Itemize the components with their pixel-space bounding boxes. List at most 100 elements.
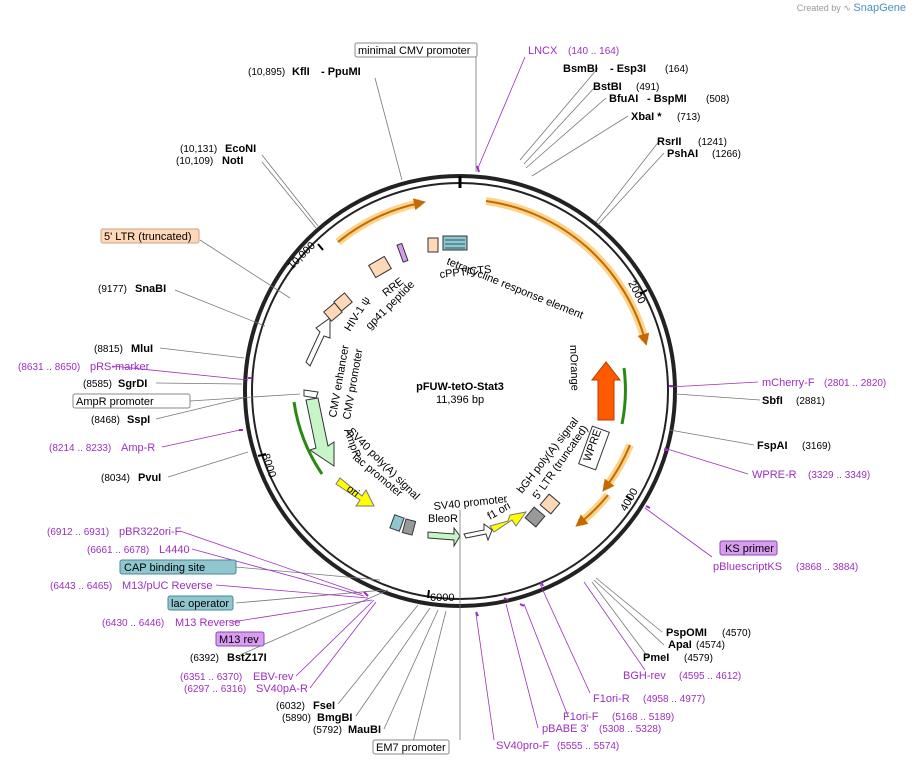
m13r-pos: (6430 .. 6446): [102, 618, 164, 629]
f1orir-primer[interactable]: F1ori-R: [593, 693, 630, 705]
pbks-pos: (3868 .. 3884): [796, 562, 858, 573]
rsrii-site[interactable]: RsrII: [657, 136, 681, 148]
tick-4000: [625, 495, 633, 501]
bspmi-site[interactable]: - BspMI: [647, 93, 687, 105]
gp41-feature[interactable]: [396, 242, 409, 263]
pshai-site[interactable]: PshAI: [667, 148, 698, 160]
bghrev-primer[interactable]: BGH-rev: [623, 670, 666, 682]
bstz-pos: (6392): [190, 653, 219, 664]
f1orif-primer[interactable]: F1ori-F: [563, 711, 599, 723]
label-cppt: cPPT/CTS: [439, 264, 492, 281]
ebv-primer[interactable]: EBV-rev: [253, 671, 294, 683]
fspai-site[interactable]: FspAI: [757, 440, 788, 452]
label-m13rev: M13 rev: [219, 634, 259, 646]
snapgene-brand: SnapGene: [853, 2, 906, 14]
bmgbi-pos: (5890): [282, 713, 311, 724]
branding: Created by ∿ SnapGene: [797, 2, 906, 14]
box-lac-operator[interactable]: [167, 595, 234, 611]
pvui-pos: (8034): [101, 473, 130, 484]
pbabe-pos: (5308 .. 5328): [599, 724, 661, 735]
bghrev-pos: (4595 .. 4612): [679, 671, 741, 682]
sspi-site[interactable]: SspI: [127, 414, 150, 426]
sv40-promoter-feature[interactable]: [463, 523, 493, 542]
ppumi-site[interactable]: - PpuMI: [321, 66, 361, 78]
bfuai-site[interactable]: BfuAI: [609, 93, 638, 105]
sgrdi-site[interactable]: SgrDI: [118, 378, 147, 390]
pvui-site[interactable]: PvuI: [138, 472, 161, 484]
morange-feature[interactable]: [590, 361, 622, 421]
orange-arc-lower2[interactable]: [575, 494, 609, 527]
pbabe-primer[interactable]: pBABE 3': [542, 723, 589, 735]
pspomi-site[interactable]: PspOMI: [666, 627, 707, 639]
l4440-pos: (6661 .. 6678): [87, 545, 149, 556]
box-cap[interactable]: [119, 559, 237, 575]
apai-site[interactable]: ApaI: [668, 639, 692, 651]
box-min-cmv[interactable]: [354, 42, 478, 58]
mcherry-primer[interactable]: mCherry-F: [762, 377, 815, 389]
lncx-primer[interactable]: LNCX: [528, 45, 558, 57]
box-ltr5-trunc[interactable]: [100, 228, 200, 244]
m13r-primer[interactable]: M13 Reverse: [175, 617, 240, 629]
prs-primer[interactable]: pRS-marker: [90, 361, 150, 373]
econi-site[interactable]: EcoNI: [225, 143, 256, 155]
box-ampr-promoter[interactable]: [72, 393, 191, 409]
esp3i-site[interactable]: - Esp3I: [610, 63, 646, 75]
box-m13rev[interactable]: [215, 631, 265, 647]
pbr-primer[interactable]: pBR322ori-F: [119, 526, 182, 538]
bstz-site[interactable]: BstZ17I: [227, 652, 267, 664]
f1ori-feature[interactable]: [489, 511, 528, 533]
l4440-primer[interactable]: L4440: [159, 544, 190, 556]
sv40pa-primer[interactable]: SV40pA-R: [256, 683, 308, 695]
mlui-site[interactable]: MluI: [131, 343, 153, 355]
orange-arc-right[interactable]: [485, 200, 650, 346]
ampr-primer[interactable]: Amp-R: [121, 442, 155, 454]
box-ks-primer[interactable]: [719, 540, 778, 556]
xbai-site[interactable]: XbaI *: [631, 111, 662, 123]
green-arc-right[interactable]: [620, 367, 627, 425]
orange-arc-top-left[interactable]: [337, 198, 426, 243]
maubi-site[interactable]: MauBI: [348, 724, 381, 736]
ori-feature[interactable]: [335, 477, 375, 507]
noti-site[interactable]: NotI: [222, 155, 243, 167]
small-box-teal: [389, 514, 405, 532]
snapgene-logo-icon: ∿: [843, 3, 851, 13]
wprer-primer[interactable]: WPRE-R: [752, 469, 797, 481]
bstbi-site[interactable]: BstBI: [593, 81, 622, 93]
box-em7[interactable]: [372, 739, 450, 755]
pbks-primer[interactable]: pBluescriptKS: [713, 561, 782, 573]
sbfi-site[interactable]: SbfI: [762, 395, 783, 407]
snabi-site[interactable]: SnaBI: [135, 283, 166, 295]
rsrii-pos: (1241): [698, 137, 727, 148]
mlui-pos: (8815): [94, 344, 123, 355]
ampr-feature[interactable]: [305, 397, 335, 467]
m13puc-primer[interactable]: M13/pUC Reverse: [122, 580, 212, 592]
orange-arc-lower[interactable]: [602, 444, 631, 492]
small-box-grey: [401, 518, 417, 536]
kfli-site[interactable]: KflI: [292, 66, 310, 78]
m13puc-pos: (6443 .. 6465): [50, 581, 112, 592]
plasmid-size: 11,396 bp: [436, 394, 484, 406]
cmv-enhancer-feature[interactable]: [305, 317, 331, 367]
orange-arc-top-left-glow: [335, 199, 421, 246]
label-ks-primer: KS primer: [725, 543, 774, 555]
tre-stripes: [445, 239, 465, 249]
cppt-feature[interactable]: [427, 237, 439, 253]
wpre-feature[interactable]: [578, 425, 610, 471]
label-ampr-promoter: AmpR promoter: [76, 396, 154, 408]
ebv-pos: (6351 .. 6370): [180, 672, 242, 683]
noti-pos: (10,109): [176, 156, 213, 167]
pmei-site[interactable]: PmeI: [643, 652, 669, 664]
ltr5-feature[interactable]: [539, 493, 561, 515]
fsei-site[interactable]: FseI: [313, 700, 335, 712]
bsmbi-site[interactable]: BsmBI: [563, 63, 598, 75]
green-arc-left[interactable]: [292, 401, 324, 475]
bmgbi-site[interactable]: BmgBI: [317, 712, 352, 724]
label-em7: EM7 promoter: [376, 742, 446, 754]
bleor-feature[interactable]: [427, 526, 461, 548]
sv40pro-primer[interactable]: SV40pro-F: [496, 740, 549, 752]
label-cap: CAP binding site: [124, 562, 205, 574]
bgh-feature[interactable]: [524, 506, 546, 528]
rre-feature[interactable]: [368, 255, 392, 279]
tick-10000: [317, 243, 324, 251]
